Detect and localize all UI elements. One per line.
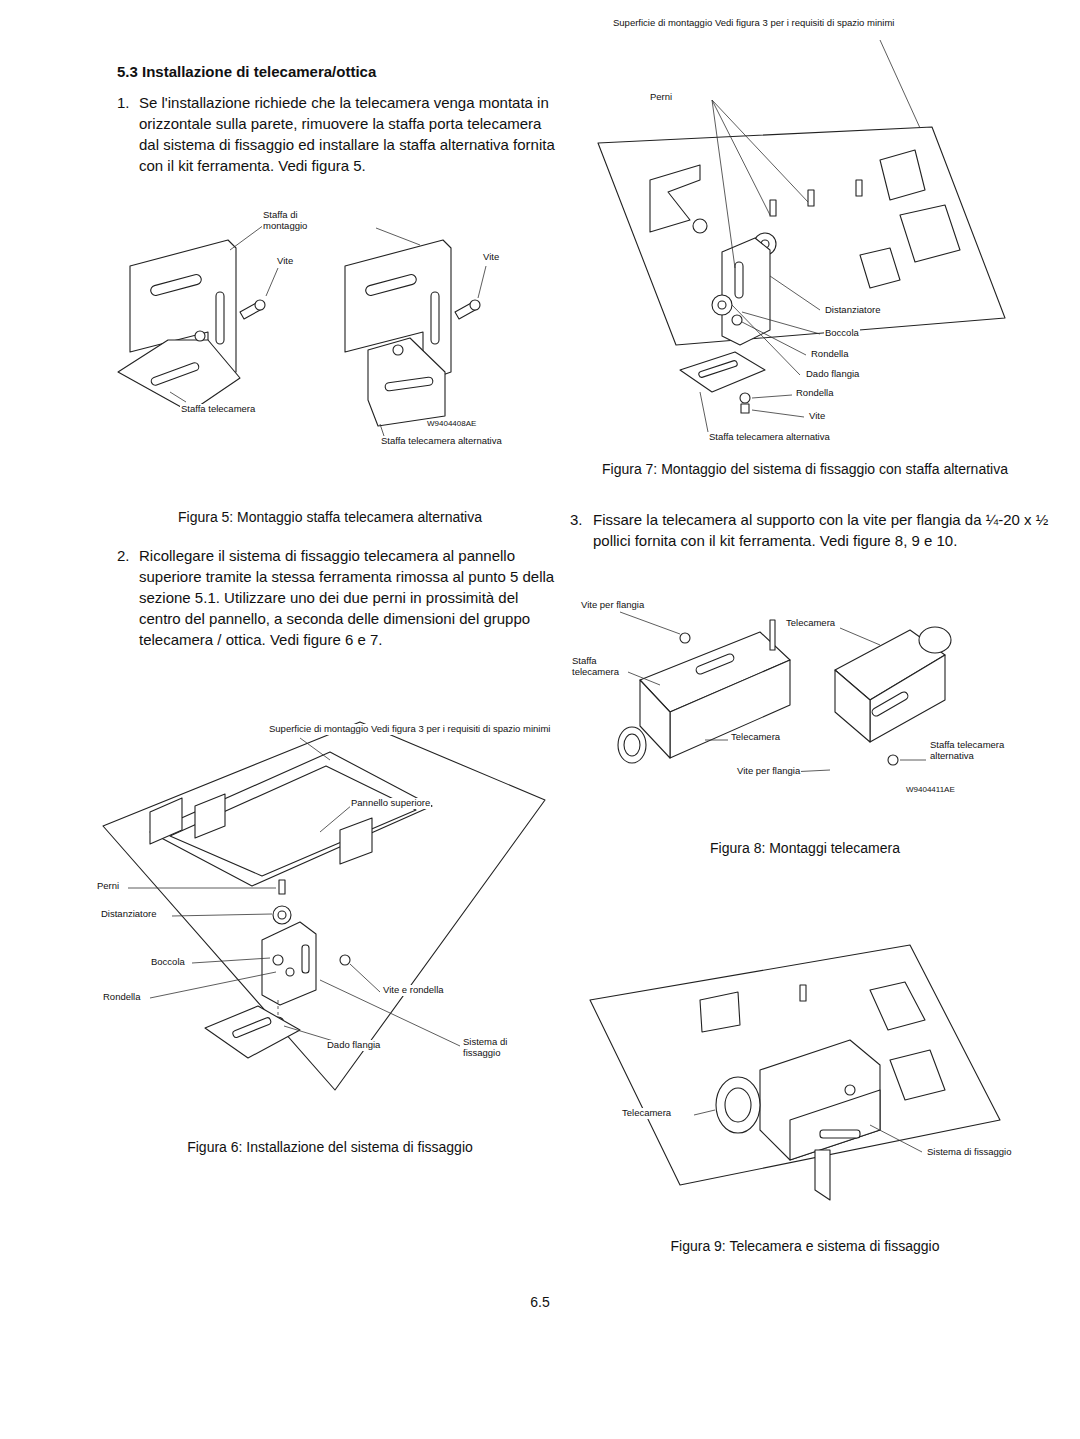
alternative-bracket-drawing bbox=[345, 228, 486, 436]
part-label: Superficie di montaggio Vedi figura 3 pe… bbox=[268, 724, 551, 735]
step-number: 3. bbox=[570, 509, 590, 530]
drawing-code: W9404408AE bbox=[426, 420, 477, 429]
figure-caption: Figura 6: Installazione del sistema di f… bbox=[100, 1138, 560, 1157]
part-label: Vite per flangia bbox=[580, 600, 645, 611]
part-label: Rondella bbox=[795, 388, 835, 399]
part-label: Staffa telecamera alternativa bbox=[380, 436, 503, 447]
part-label: Vite bbox=[808, 411, 826, 422]
part-label: Telecamera bbox=[785, 618, 836, 629]
part-label: Sistema di fissaggio bbox=[926, 1147, 1012, 1158]
bracket-drawing bbox=[118, 225, 278, 412]
part-label: Telecamera bbox=[621, 1108, 672, 1119]
part-label: Vite bbox=[482, 252, 500, 263]
part-label: Dado flangia bbox=[805, 369, 860, 380]
part-label: Sistema di fissaggio bbox=[462, 1037, 524, 1059]
part-label: Rondella bbox=[102, 992, 142, 1003]
mounting-system-alternative-drawing bbox=[598, 40, 1005, 432]
part-label: Telecamera bbox=[730, 732, 781, 743]
part-label: Boccola bbox=[150, 957, 186, 968]
part-label: Perni bbox=[96, 881, 120, 892]
step-number: 1. bbox=[117, 92, 137, 113]
part-label: Vite bbox=[276, 256, 294, 267]
step-number: 2. bbox=[117, 545, 137, 566]
part-label: Superficie di montaggio Vedi figura 3 pe… bbox=[612, 18, 895, 29]
part-label: Distanziatore bbox=[100, 909, 157, 920]
part-label: Vite e rondella bbox=[382, 985, 445, 996]
figure-caption: Figura 9: Telecamera e sistema di fissag… bbox=[590, 1237, 1020, 1256]
camera-mounting-drawing bbox=[590, 945, 1000, 1200]
figure-caption: Figura 5: Montaggio staffa telecamera al… bbox=[100, 508, 560, 527]
figure-caption: Figura 7: Montaggio del sistema di fissa… bbox=[590, 460, 1020, 479]
part-label: Boccola bbox=[824, 328, 860, 339]
section-heading: 5.3 Installazione di telecamera/ottica bbox=[117, 62, 376, 82]
figure-caption: Figura 8: Montaggi telecamera bbox=[590, 839, 1020, 858]
part-label: Perni bbox=[649, 92, 673, 103]
part-label: Staffa telecamera bbox=[180, 404, 256, 415]
part-label: Vite per flangia bbox=[736, 766, 801, 777]
camera-drawing bbox=[618, 612, 951, 772]
part-label: Distanziatore bbox=[824, 305, 881, 316]
mounting-system-drawing bbox=[103, 722, 545, 1090]
part-label: Staffa telecamera bbox=[571, 656, 628, 678]
part-label: Rondella bbox=[810, 349, 850, 360]
body-text: Ricollegare il sistema di fissaggio tele… bbox=[139, 545, 564, 650]
part-label: Staffa telecamera alternativa bbox=[708, 432, 831, 443]
part-label: Staffa di montaggio bbox=[262, 210, 334, 232]
part-label: Pannello superiore bbox=[350, 798, 431, 809]
drawing-code: W9404411AE bbox=[905, 786, 956, 795]
page-number: 6.5 bbox=[500, 1293, 580, 1312]
body-text: Fissare la telecamera al supporto con la… bbox=[593, 509, 1055, 551]
part-label: Dado flangia bbox=[326, 1040, 381, 1051]
part-label: Staffa telecamera alternativa bbox=[929, 740, 1026, 762]
body-text: Se l'installazione richiede che la telec… bbox=[139, 92, 564, 176]
